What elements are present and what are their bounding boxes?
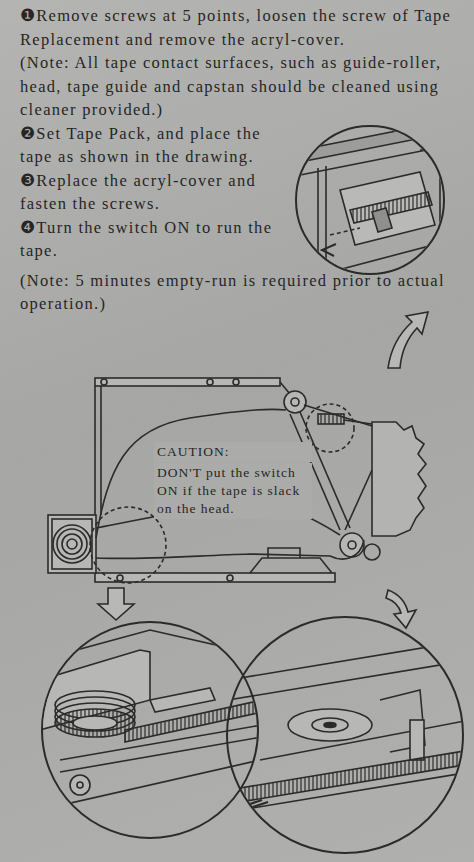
capstan-detail-part xyxy=(228,640,470,814)
threading-drawing xyxy=(48,362,426,583)
capstan-detail-part xyxy=(227,617,463,853)
threading-drawing-part xyxy=(291,398,299,406)
pointer-arrow-part xyxy=(98,588,134,620)
inset-head-detail xyxy=(296,120,452,280)
tape-pack-detail-part-part xyxy=(73,716,117,730)
tape-pack-detail-part-part xyxy=(77,782,83,788)
capstan-detail-part-part xyxy=(228,750,470,804)
inset-head-detail-part-part xyxy=(300,120,452,162)
threading-drawing-part xyxy=(48,515,96,573)
inset-head-detail-part-part xyxy=(300,145,452,175)
tape-pack-detail-part-part xyxy=(70,775,90,795)
threading-drawing-part xyxy=(95,386,101,520)
threading-drawing-part xyxy=(233,379,239,385)
threading-drawing-part xyxy=(284,391,306,413)
capstan-detail-part-part xyxy=(228,640,470,680)
threading-drawing-part xyxy=(95,573,335,582)
instruction-step: ❶Remove screws at 5 points, loosen the s… xyxy=(20,4,460,51)
threading-drawing-part xyxy=(117,575,123,581)
threading-drawing-part xyxy=(57,529,87,559)
inset-head-detail-part xyxy=(300,120,452,280)
inset-head-detail-part-part xyxy=(420,150,440,260)
threading-drawing-part xyxy=(250,558,332,573)
capstan-detail-part-part xyxy=(312,718,348,732)
cleaning-note: (Note: All tape contact surfaces, such a… xyxy=(20,51,460,122)
threading-drawing-part xyxy=(268,548,300,558)
tape-pack-detail-part-part xyxy=(55,709,135,737)
instruction-step: ❸Replace the acryl-cover and fasten the … xyxy=(20,169,292,216)
tape-pack-detail-part-part xyxy=(40,760,260,810)
tape-pack-detail-part-part xyxy=(125,700,262,742)
threading-drawing-part xyxy=(96,540,364,559)
threading-drawing-part xyxy=(53,525,91,563)
threading-drawing-part xyxy=(52,519,92,569)
threading-drawing-part xyxy=(227,575,233,581)
capstan-detail xyxy=(227,617,470,853)
threading-drawing-part xyxy=(67,539,77,549)
capstan-detail-part-part xyxy=(410,720,424,760)
caution-heading: CAUTION: xyxy=(154,442,312,462)
threading-drawing-part xyxy=(62,534,82,554)
caution-text: DON'T put the switch ON if the tape is s… xyxy=(154,463,312,519)
pointer-arrow xyxy=(388,312,428,368)
instruction-step: ❷Set Tape Pack, and place the tape as sh… xyxy=(20,122,292,169)
operation-note: (Note: 5 minutes empty-run is required p… xyxy=(20,269,460,316)
threading-drawing-part xyxy=(345,470,372,530)
pointer-arrow-part xyxy=(388,312,428,368)
threading-drawing-part xyxy=(95,378,280,386)
threading-drawing-part xyxy=(304,405,372,426)
inset-head-detail-part-part xyxy=(322,244,336,256)
capstan-detail-part-part xyxy=(324,723,336,728)
threading-drawing-part xyxy=(306,404,354,452)
threading-drawing-part xyxy=(101,379,107,385)
tape-pack-detail-part-part xyxy=(150,688,215,712)
threading-drawing-part xyxy=(340,533,364,557)
capstan-detail-part-part xyxy=(288,709,372,741)
threading-drawing-part xyxy=(364,544,380,560)
inset-head-detail-part-part xyxy=(330,228,360,235)
threading-drawing-part xyxy=(348,541,356,549)
inset-head-detail-part-part xyxy=(372,208,392,232)
pointer-arrow-part xyxy=(386,590,416,628)
capstan-detail-part-part xyxy=(228,772,470,812)
inset-head-detail-part-part xyxy=(350,192,432,223)
capstan-detail-part-part xyxy=(228,660,470,700)
instruction-step: ❹Turn the switch ON to run the tape. xyxy=(20,216,292,263)
tape-pack-detail xyxy=(40,622,262,838)
inset-head-detail-part-part xyxy=(340,172,435,245)
capstan-detail-part-part xyxy=(250,802,268,808)
threading-drawing-part xyxy=(372,422,426,536)
inset-head-detail-part-part xyxy=(317,168,319,260)
threading-drawing-part xyxy=(207,379,213,385)
